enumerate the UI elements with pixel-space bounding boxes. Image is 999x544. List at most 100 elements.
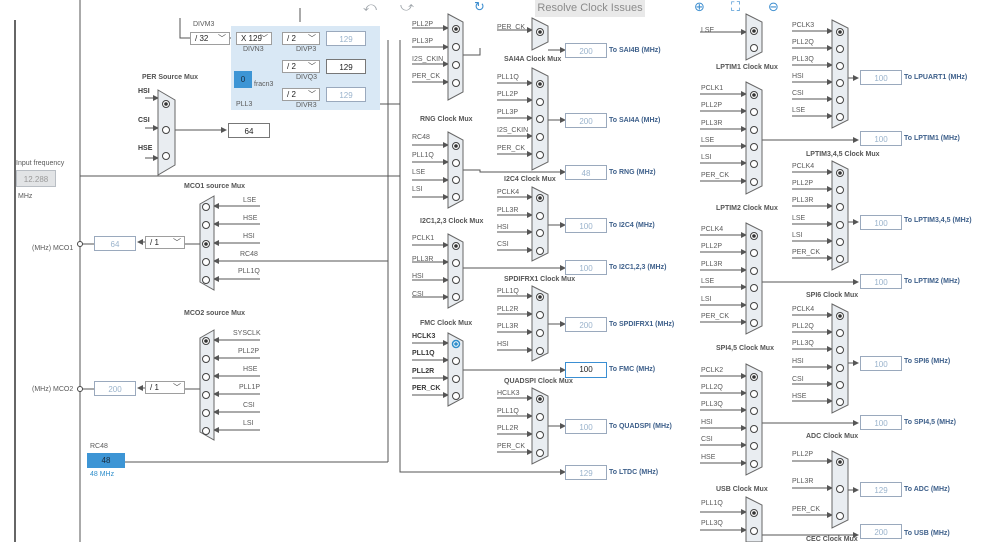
spi45-value[interactable]: 100 xyxy=(860,415,902,430)
input-frequency-field[interactable]: 12.288 xyxy=(16,170,56,187)
mco1-prescaler-select[interactable]: / 1﹀ xyxy=(145,236,185,249)
usb-mux-title: USB Clock Mux xyxy=(716,486,768,493)
toolbar: ⤺ ⤻ ↻ Resolve Clock Issues ⊕ ⛶ ⊖ xyxy=(0,0,999,18)
spi6-mux-input: HSI xyxy=(792,358,804,365)
lptim345-mux-input: LSE xyxy=(792,215,806,222)
divr3-select[interactable]: / 2 ﹀ xyxy=(282,88,320,101)
adc-mux-input: PER_CK xyxy=(792,506,821,513)
fracn3-value[interactable]: 0 xyxy=(234,71,252,88)
quadspi-mux-input: PLL1Q xyxy=(497,408,519,415)
spi45-mux-input: HSI xyxy=(701,419,713,426)
mco1-mux-input: PLL1Q xyxy=(238,268,260,275)
adc-mux-input: PLL2P xyxy=(792,451,814,458)
sai4b-value[interactable]: 200 xyxy=(565,43,607,58)
lptim1-value[interactable]: 100 xyxy=(860,131,902,146)
mco1-mux-input: RC48 xyxy=(240,251,258,258)
lptim1-mux-input: PLL2P xyxy=(701,102,723,109)
i2c123-mux-input: PLL3R xyxy=(412,256,434,263)
rng-value[interactable]: 48 xyxy=(565,165,607,180)
lptim2-output-label: To LPTIM2 (MHz) xyxy=(904,278,960,285)
usb-value[interactable]: 200 xyxy=(860,524,902,539)
spi6-mux-input: PLL3Q xyxy=(792,340,814,347)
per-mux-input: CSI xyxy=(138,117,150,124)
mco2-mux-input: PLL1P xyxy=(239,384,261,391)
lpuart1-mux-input: CSI xyxy=(792,90,804,97)
fit-icon[interactable]: ⛶ xyxy=(731,0,741,15)
sai4a-mux-input: PLL3P xyxy=(497,109,519,116)
mco2-value[interactable]: 200 xyxy=(94,381,136,396)
chevron-down-icon: ﹀ xyxy=(308,90,316,99)
sai4b-output-label: To SAI4B (MHz) xyxy=(609,47,661,54)
fmc-value[interactable]: 100 xyxy=(565,362,607,378)
ltdc-value[interactable]: 129 xyxy=(565,465,607,480)
mco2-prescaler-select[interactable]: / 1﹀ xyxy=(145,381,185,394)
redo-icon[interactable]: ⤻ xyxy=(400,0,414,15)
mco1-mux-input: HSE xyxy=(243,215,258,222)
pll3q-value[interactable]: 129 xyxy=(326,59,366,74)
i2c123-value[interactable]: 100 xyxy=(565,260,607,275)
spi45-mux-input: PLL3Q xyxy=(701,401,723,408)
divr3-value: / 2 xyxy=(287,90,296,99)
spdifrx1-value[interactable]: 200 xyxy=(565,317,607,332)
quadspi-value[interactable]: 100 xyxy=(565,419,607,434)
refresh-icon[interactable]: ↻ xyxy=(474,0,485,15)
spi45-mux-input: PCLK2 xyxy=(701,367,724,374)
usb-output-label: To USB (MHz) xyxy=(904,530,950,537)
divm3-select[interactable]: / 32﹀ xyxy=(190,32,230,45)
cec-mux-title: CEC Clock Mux xyxy=(806,536,858,543)
pll3r-value[interactable]: 129 xyxy=(326,87,366,102)
per-clock-value[interactable]: 64 xyxy=(228,123,270,138)
sai4a-mux-input: PLL2P xyxy=(497,91,519,98)
quadspi-output-label: To QUADSPI (MHz) xyxy=(609,423,672,430)
divm3-label: DIVM3 xyxy=(193,21,215,28)
divr3-label: DIVR3 xyxy=(296,102,317,109)
mco2-prescaler-value: / 1 xyxy=(150,383,159,392)
per-mux-title: PER Source Mux xyxy=(142,74,199,81)
lptim2-mux-input: LSI xyxy=(701,296,712,303)
divn3-label: DIVN3 xyxy=(243,46,264,53)
zoom-out-icon[interactable]: ⊖ xyxy=(768,0,779,15)
sai4a-mux-input: I2S_CKIN xyxy=(497,127,529,134)
fmc-mux-input: PLL2R xyxy=(412,368,435,375)
lpuart1-value[interactable]: 100 xyxy=(860,70,902,85)
lpuart1-mux-input: HSI xyxy=(792,73,804,80)
undo-icon[interactable]: ⤺ xyxy=(363,0,377,15)
divq3-select[interactable]: / 2﹀ xyxy=(282,60,320,73)
lpuart1-mux-input: PCLK3 xyxy=(792,22,815,29)
spdifrx1-mux-input: PLL3R xyxy=(497,323,519,330)
lptim2-mux-input: LSE xyxy=(701,278,715,285)
divn3-value: X 129 xyxy=(241,34,262,43)
usb-mux-input: PLL3Q xyxy=(701,520,723,527)
rng-mux-input: PLL1Q xyxy=(412,152,434,159)
resolve-clock-issues-button[interactable]: Resolve Clock Issues xyxy=(535,0,645,17)
pll3p-value[interactable]: 129 xyxy=(326,31,366,46)
spi6-value[interactable]: 100 xyxy=(860,356,902,371)
mux-input: I2S_CKIN xyxy=(412,56,444,63)
spi6-output-label: To SPI6 (MHz) xyxy=(904,358,951,365)
divq3-label: DIVQ3 xyxy=(296,74,318,81)
quadspi-mux-title: QUADSPI Clock Mux xyxy=(504,378,573,385)
i2c4-value[interactable]: 100 xyxy=(565,218,607,233)
rng-mux-title: RNG Clock Mux xyxy=(420,116,473,123)
rng-output-label: To RNG (MHz) xyxy=(609,169,656,176)
mco1-value[interactable]: 64 xyxy=(94,236,136,251)
mux-input: LSE xyxy=(701,27,715,34)
lptim2-mux-title: LPTIM2 Clock Mux xyxy=(716,205,778,212)
divp3-select[interactable]: / 2﹀ xyxy=(282,32,320,45)
sai4b-mux-input: PER_CK xyxy=(497,24,526,31)
adc-value[interactable]: 129 xyxy=(860,482,902,497)
zoom-in-icon[interactable]: ⊕ xyxy=(694,0,705,15)
lptim2-value[interactable]: 100 xyxy=(860,274,902,289)
lptim345-value[interactable]: 100 xyxy=(860,215,902,230)
spi6-mux-input: PLL2Q xyxy=(792,323,814,330)
input-frequency-unit: MHz xyxy=(18,193,33,200)
lptim1-mux-title: LPTIM1 Clock Mux xyxy=(716,64,778,71)
adc-mux-input: PLL3R xyxy=(792,478,814,485)
sai4a-value[interactable]: 200 xyxy=(565,113,607,128)
rc48-value[interactable]: 48 xyxy=(87,453,125,468)
mux-input: PER_CK xyxy=(412,73,441,80)
i2c123-mux-input: HSI xyxy=(412,273,424,280)
usb-mux-input: PLL1Q xyxy=(701,500,723,507)
divn3-select[interactable]: X 129﹀ xyxy=(236,32,272,45)
